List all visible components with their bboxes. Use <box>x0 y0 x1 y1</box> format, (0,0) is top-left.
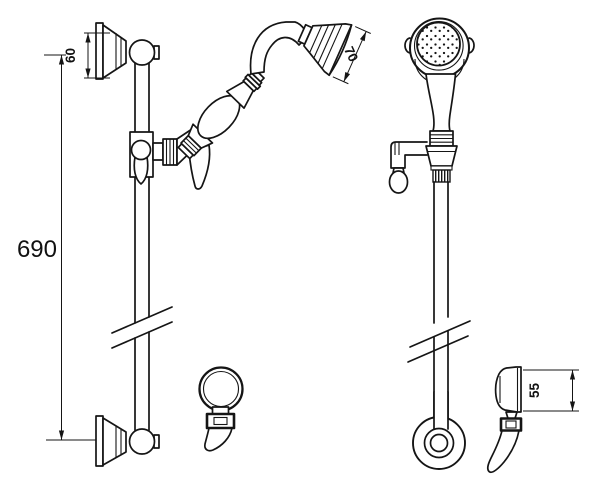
dim-690-label: 690 <box>17 236 57 263</box>
hose-stub-front <box>188 144 211 190</box>
dim-690: 690 <box>17 54 96 441</box>
bar-break-symbol-right <box>407 320 471 363</box>
slide-bar-front <box>111 61 173 431</box>
bar-break-symbol <box>111 306 173 349</box>
hose-nut-detail <box>205 412 236 430</box>
dim-60: 60 <box>63 32 110 79</box>
right-view <box>388 17 475 470</box>
wall-bracket-bottom <box>95 415 160 467</box>
handset-side-detail: 55 <box>486 366 579 474</box>
dim-60-label: 60 <box>63 48 78 63</box>
dim-55-label: 55 <box>527 383 542 399</box>
dim-70-label: 70 <box>341 44 361 64</box>
lock-knob-side <box>388 170 409 194</box>
slide-bar-side <box>407 181 471 426</box>
lock-lever-front <box>133 156 149 185</box>
left-view: 70 60 690 <box>17 21 371 467</box>
hose-end-detail <box>204 427 233 452</box>
ball-joint-bottom <box>128 428 156 455</box>
dim-70-lines <box>332 26 371 85</box>
spray-head-front <box>297 23 371 85</box>
hose-nut-side <box>499 417 523 432</box>
holder-cup-side <box>425 145 458 167</box>
lock-arm-side <box>390 141 428 169</box>
head-profile <box>494 366 522 413</box>
gooseneck-tube <box>249 21 310 75</box>
dim-55: 55 <box>523 369 579 412</box>
holder-knurl-side <box>432 169 451 183</box>
handset-handle-side <box>425 73 457 147</box>
hose-end-side <box>486 429 520 474</box>
wall-bracket-top <box>95 22 160 80</box>
floor-flange <box>412 391 466 470</box>
handset-handle-front <box>177 69 265 160</box>
slider-holder-front <box>129 128 203 185</box>
hose-ring-detail <box>198 366 244 452</box>
slider-holder-side <box>388 141 458 194</box>
ball-joint-top <box>128 39 156 66</box>
lock-knob-front <box>130 139 152 161</box>
spray-face-dots <box>416 21 461 67</box>
